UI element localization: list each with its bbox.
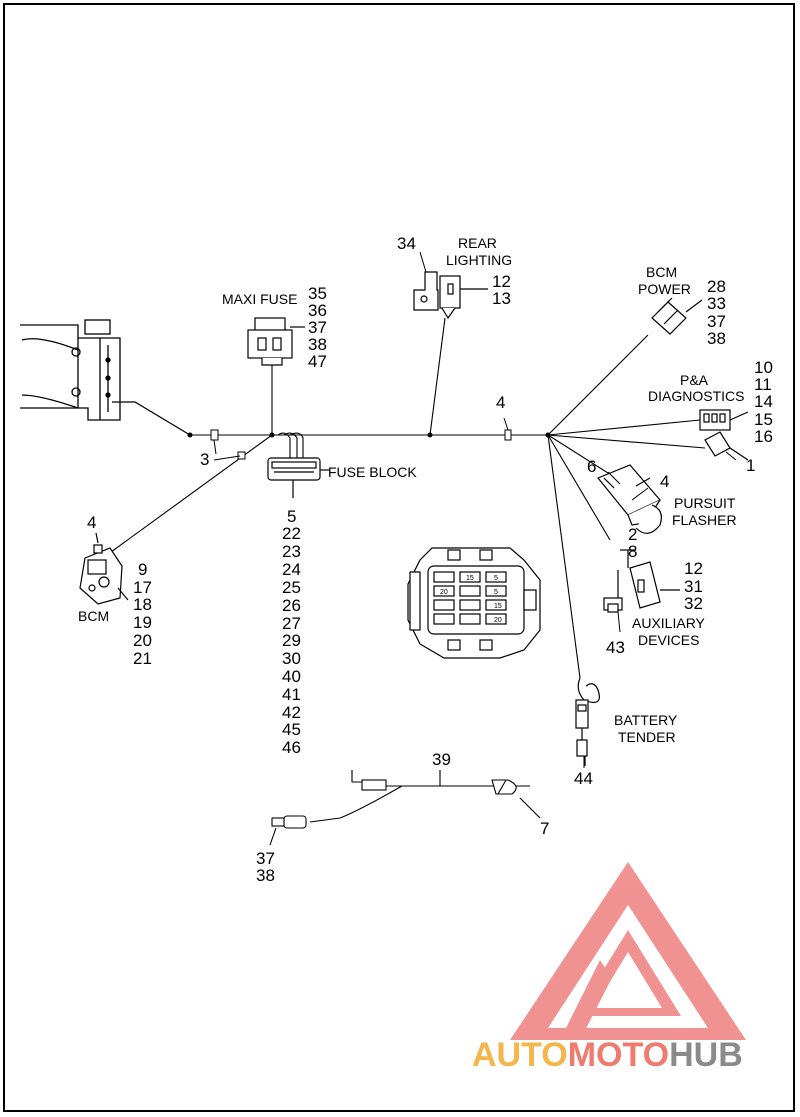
trunk-clip	[503, 417, 512, 441]
callout-number: 4	[87, 513, 96, 532]
callout-number: 5	[287, 507, 296, 526]
callout-number: 4	[496, 393, 505, 412]
callout-number: 18	[133, 595, 152, 614]
callout-number: 38	[256, 866, 275, 885]
callout-number: 37	[308, 318, 327, 337]
callout-number: 23	[282, 542, 301, 561]
callout-number: 38	[308, 335, 327, 354]
callout-number: 10	[754, 358, 773, 377]
callout-number: 8	[628, 542, 637, 561]
callout-number: 1	[746, 456, 755, 475]
callout-number: 45	[282, 720, 301, 739]
callout-number: 36	[308, 301, 327, 320]
callout-number: 28	[707, 277, 726, 296]
callout-number: 35	[308, 284, 327, 303]
maxi-fuse	[247, 317, 305, 366]
callout-number: 34	[397, 234, 416, 253]
fuse-detail-label: 20	[440, 589, 448, 596]
pa-diagnostics-label: P&A	[680, 372, 709, 388]
fuse-block-detail	[407, 547, 541, 659]
fuse-detail-label: 15	[494, 603, 502, 610]
watermark-moto: MOTO	[568, 1036, 669, 1074]
callout-number: 31	[684, 577, 703, 596]
callout-number: 16	[754, 427, 773, 446]
callout-number: 39	[432, 750, 451, 769]
svg-text:AUTOMOTOHUB: AUTOMOTOHUB	[472, 1036, 743, 1074]
battery-tender-lead	[575, 677, 600, 766]
battery-tender-label: BATTERY	[614, 712, 678, 728]
maxi-fuse-label: MAXI FUSE	[222, 291, 297, 307]
pa-diagnostics-label: DIAGNOSTICS	[648, 388, 744, 404]
callout-number: 47	[308, 352, 327, 371]
callout-number: 9	[138, 560, 147, 579]
callout-number: 15	[754, 410, 773, 429]
rear-lighting-connector	[413, 271, 488, 320]
callout-number: 11	[754, 375, 772, 394]
auxiliary-devices-connector	[603, 549, 680, 613]
callout-number: 17	[133, 578, 152, 597]
pursuit-flasher	[597, 464, 662, 534]
callout-number: 2	[628, 525, 637, 544]
fuse-detail-label: 15	[466, 575, 474, 582]
callout-number: 27	[282, 614, 301, 633]
callout-number: 12	[684, 559, 703, 578]
watermark-logo-icon	[510, 862, 746, 1040]
callout-number: 25	[282, 578, 301, 597]
bcm-power-label: POWER	[638, 281, 691, 297]
callout-number: 29	[282, 631, 301, 650]
bcm-power-connector	[651, 297, 703, 335]
watermark-hub: HUB	[669, 1036, 743, 1074]
callout-number: 37	[256, 849, 275, 868]
callout-number: 32	[684, 594, 703, 613]
fuse-detail-label: 20	[494, 617, 502, 624]
watermark-auto: AUTO	[472, 1036, 568, 1074]
bcm-module	[79, 532, 129, 605]
pa-diagnostics-connector	[699, 409, 749, 461]
fuse-detail-label: 5	[494, 589, 498, 596]
battery-tender-label: TENDER	[618, 729, 676, 745]
callout-number: 41	[282, 685, 301, 704]
callout-number: 43	[606, 638, 625, 657]
rear-lighting-label: REAR	[458, 235, 497, 251]
callout-leaders	[213, 251, 737, 768]
callout-number: 12	[492, 272, 511, 291]
callout-number: 30	[282, 649, 301, 668]
page-frame	[3, 3, 795, 1112]
callout-number: 44	[574, 769, 593, 788]
bcm-power-label: BCM	[646, 264, 677, 280]
callout-number: 21	[133, 649, 152, 668]
callout-number: 37	[707, 312, 726, 331]
fuse-detail-label: 5	[494, 575, 498, 582]
auxiliary-devices-label: DEVICES	[638, 632, 699, 648]
callout-number: 24	[282, 560, 301, 579]
bcm-label: BCM	[78, 608, 109, 624]
lower-cable-assembly	[269, 770, 541, 846]
callout-number: 4	[660, 472, 669, 491]
callout-number: 40	[282, 667, 301, 686]
rear-lighting-label: LIGHTING	[446, 252, 512, 268]
callout-number: 14	[754, 392, 773, 411]
callout-number: 33	[707, 294, 726, 313]
callout-number: 22	[282, 524, 301, 543]
callout-number: 6	[587, 457, 596, 476]
callout-number: 13	[492, 289, 511, 308]
ground-stud	[210, 429, 246, 461]
callout-number: 46	[282, 738, 301, 757]
fuse-block	[267, 457, 330, 498]
pursuit-flasher-label: PURSUIT	[674, 495, 736, 511]
callout-number: 19	[133, 613, 152, 632]
callout-number: 7	[540, 819, 549, 838]
frame-bracket	[20, 319, 191, 436]
callout-number: 26	[282, 596, 301, 615]
callout-number: 3	[200, 450, 209, 469]
fuse-block-label: FUSE BLOCK	[328, 464, 417, 480]
callout-number: 42	[282, 703, 301, 722]
pursuit-flasher-label: FLASHER	[672, 512, 737, 528]
callout-number: 38	[707, 329, 726, 348]
callout-number: 20	[133, 631, 152, 650]
auxiliary-devices-label: AUXILIARY	[632, 615, 706, 631]
